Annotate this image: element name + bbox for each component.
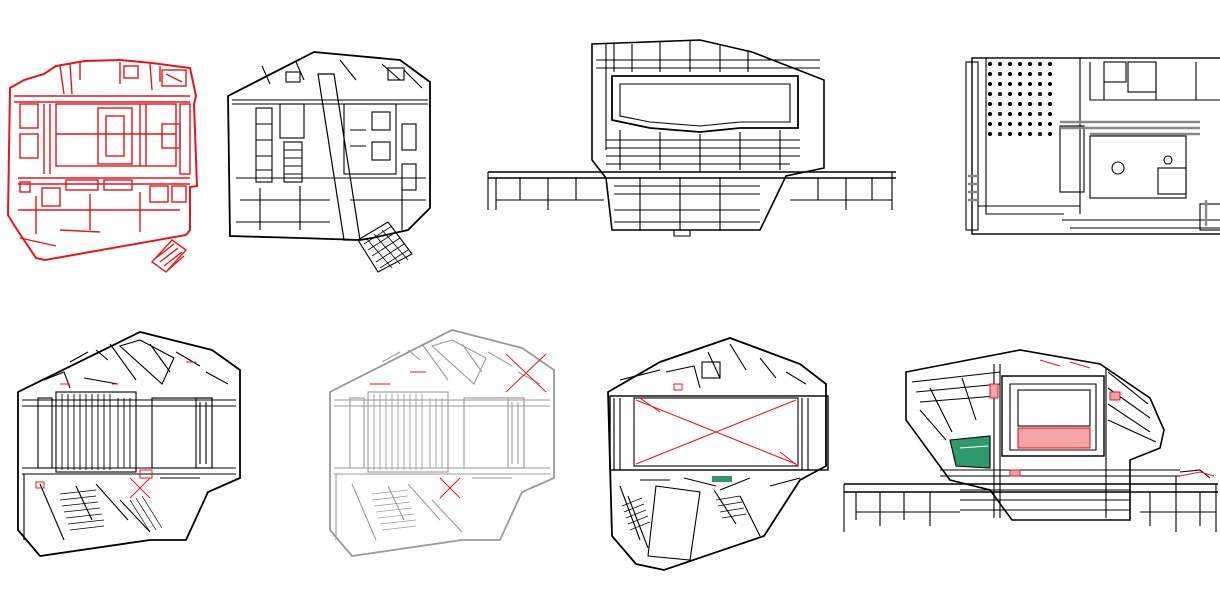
grey-bands (968, 120, 1208, 226)
column-dots (988, 62, 1052, 136)
black-floor-plan (227, 51, 431, 273)
grey-auditorium-floor-plan (329, 329, 555, 557)
auditorium-floor-plan (17, 331, 241, 557)
colored-building-section (843, 349, 1218, 532)
hall-floor-plan (607, 337, 829, 571)
red-floor-plan (6, 58, 199, 273)
black-building-section (487, 39, 896, 237)
column-grid-plan (965, 57, 1220, 235)
